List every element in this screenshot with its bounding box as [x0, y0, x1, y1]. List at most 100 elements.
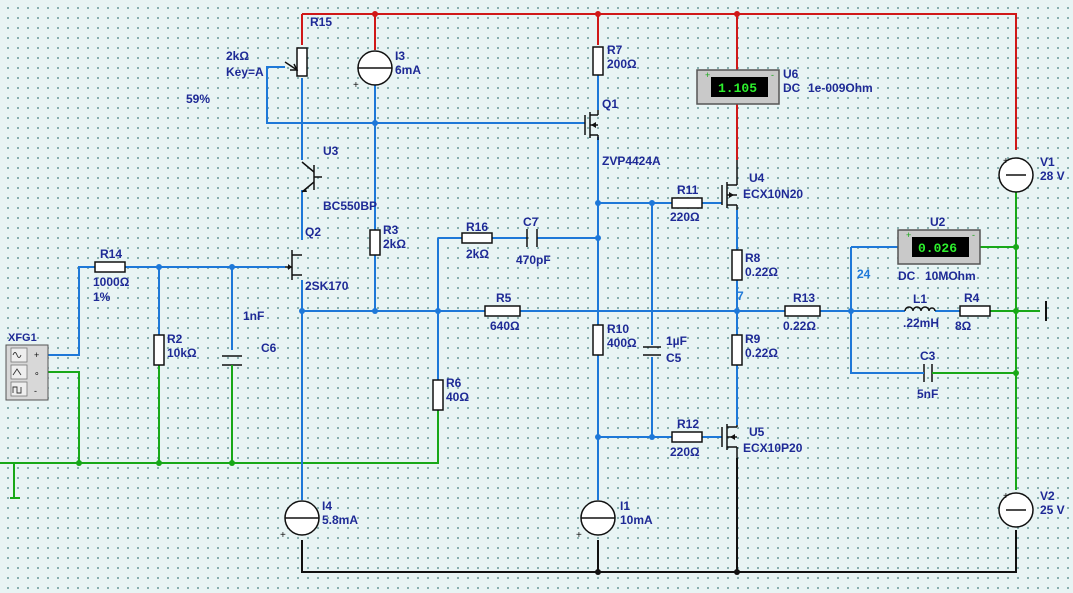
- r15-setting: 59%: [186, 92, 210, 106]
- r8-ref: R8: [745, 251, 761, 265]
- q2-ref: Q2: [305, 225, 321, 239]
- xfg1-function-generator[interactable]: + ∘ -: [5, 344, 49, 401]
- u6-mode: DC: [783, 81, 801, 95]
- i3-current-source[interactable]: +: [353, 50, 393, 91]
- r16-resistor[interactable]: [461, 232, 493, 244]
- r2-resistor[interactable]: [153, 334, 165, 366]
- v2-source[interactable]: +: [998, 491, 1034, 528]
- ground-wires: [0, 190, 1040, 499]
- r10-value: 400Ω: [607, 336, 637, 350]
- r5-resistor[interactable]: [484, 305, 521, 317]
- r9-resistor[interactable]: [731, 334, 743, 366]
- c5-capacitor[interactable]: [643, 346, 661, 356]
- i1-current-source[interactable]: +: [576, 500, 616, 541]
- u6-multimeter[interactable]: + -: [696, 69, 780, 105]
- q2-jfet[interactable]: [285, 250, 302, 280]
- i4-current-source[interactable]: +: [280, 500, 320, 541]
- r6-resistor[interactable]: [432, 379, 444, 411]
- r6-ref: R6: [446, 376, 462, 390]
- c7-ref: C7: [523, 215, 539, 229]
- r13-value: 0.22Ω: [783, 319, 816, 333]
- l1-ref: L1: [913, 292, 927, 306]
- u3-model: BC550BP: [323, 199, 377, 213]
- r13-ref: R13: [793, 291, 815, 305]
- r2-value: 10kΩ: [167, 346, 197, 360]
- r5-ref: R5: [496, 291, 512, 305]
- negative-rail-wires: [301, 301, 1047, 573]
- l1-inductor[interactable]: [904, 306, 936, 312]
- v1-value: 28 V: [1040, 169, 1065, 183]
- node-7-label: 7: [737, 289, 744, 303]
- c3-ref: C3: [920, 349, 936, 363]
- r16-value: 2kΩ: [466, 247, 489, 261]
- u4-nmos[interactable]: [721, 160, 738, 210]
- u2-resistance: 10MOhm: [925, 269, 976, 283]
- r10-resistor[interactable]: [592, 324, 604, 356]
- v1-ref: V1: [1040, 155, 1055, 169]
- c5-value: 1µF: [666, 334, 687, 348]
- u4-ref: U4: [749, 171, 765, 185]
- i1-ref: I1: [620, 499, 630, 513]
- u3-bjt[interactable]: [301, 161, 322, 193]
- svg-text:+: +: [576, 530, 582, 541]
- svg-text:+: +: [280, 530, 286, 541]
- q2-model: 2SK170: [305, 279, 349, 293]
- r15-potentiometer[interactable]: [284, 47, 308, 77]
- u2-mode: DC: [898, 269, 916, 283]
- r4-ref: R4: [964, 291, 980, 305]
- svg-text:+: +: [705, 70, 710, 80]
- c5-ref: C5: [666, 351, 682, 365]
- r9-value: 0.22Ω: [745, 346, 778, 360]
- svg-text:-: -: [972, 230, 975, 240]
- q1-model: ZVP4424A: [602, 154, 661, 168]
- svg-text:+: +: [34, 350, 39, 360]
- r3-resistor[interactable]: [369, 229, 381, 256]
- r12-ref: R12: [677, 417, 699, 431]
- r4-resistor[interactable]: [959, 305, 991, 317]
- r7-ref: R7: [607, 43, 623, 57]
- r7-value: 200Ω: [607, 57, 637, 71]
- r15-value: 2kΩ: [226, 49, 249, 63]
- c6-capacitor[interactable]: [222, 355, 242, 370]
- r8-value: 0.22Ω: [745, 265, 778, 279]
- r15-key: Key=A: [226, 65, 264, 79]
- u2-display: 0.026: [918, 241, 957, 256]
- u5-pmos[interactable]: [721, 424, 738, 458]
- i3-value: 6mA: [395, 63, 421, 77]
- c7-capacitor[interactable]: [526, 229, 538, 247]
- svg-text:-: -: [34, 386, 37, 396]
- r12-value: 220Ω: [670, 445, 700, 459]
- r9-ref: R9: [745, 332, 761, 346]
- r8-resistor[interactable]: [731, 249, 743, 281]
- r14-ref: R14: [100, 247, 122, 261]
- v2-ref: V2: [1040, 489, 1055, 503]
- v1-source[interactable]: +: [998, 156, 1034, 193]
- svg-text:+: +: [1003, 491, 1009, 502]
- q1-pmos[interactable]: [584, 110, 599, 140]
- signal-wires: [48, 66, 960, 500]
- svg-text:+: +: [353, 80, 359, 91]
- r13-resistor[interactable]: [784, 305, 821, 317]
- r5-value: 640Ω: [490, 319, 520, 333]
- r14-resistor[interactable]: [94, 261, 126, 273]
- r11-resistor[interactable]: [671, 197, 703, 209]
- i3-ref: I3: [395, 49, 405, 63]
- r11-value: 220Ω: [670, 210, 700, 224]
- r6-value: 40Ω: [446, 390, 469, 404]
- r7-resistor[interactable]: [592, 46, 604, 76]
- svg-text:∘: ∘: [34, 368, 40, 378]
- u5-model: ECX10P20: [743, 441, 803, 455]
- i4-value: 5.8mA: [322, 513, 358, 527]
- i1-value: 10mA: [620, 513, 653, 527]
- u2-multimeter[interactable]: + -: [897, 229, 981, 265]
- u6-resistance: 1e-009Ohm: [808, 81, 873, 95]
- u6-ref: U6: [783, 67, 799, 81]
- svg-text:+: +: [1003, 156, 1009, 167]
- r12-resistor[interactable]: [671, 431, 703, 443]
- r3-ref: R3: [383, 223, 399, 237]
- c3-capacitor[interactable]: [920, 364, 945, 382]
- r11-ref: R11: [677, 183, 699, 197]
- r3-value: 2kΩ: [383, 237, 406, 251]
